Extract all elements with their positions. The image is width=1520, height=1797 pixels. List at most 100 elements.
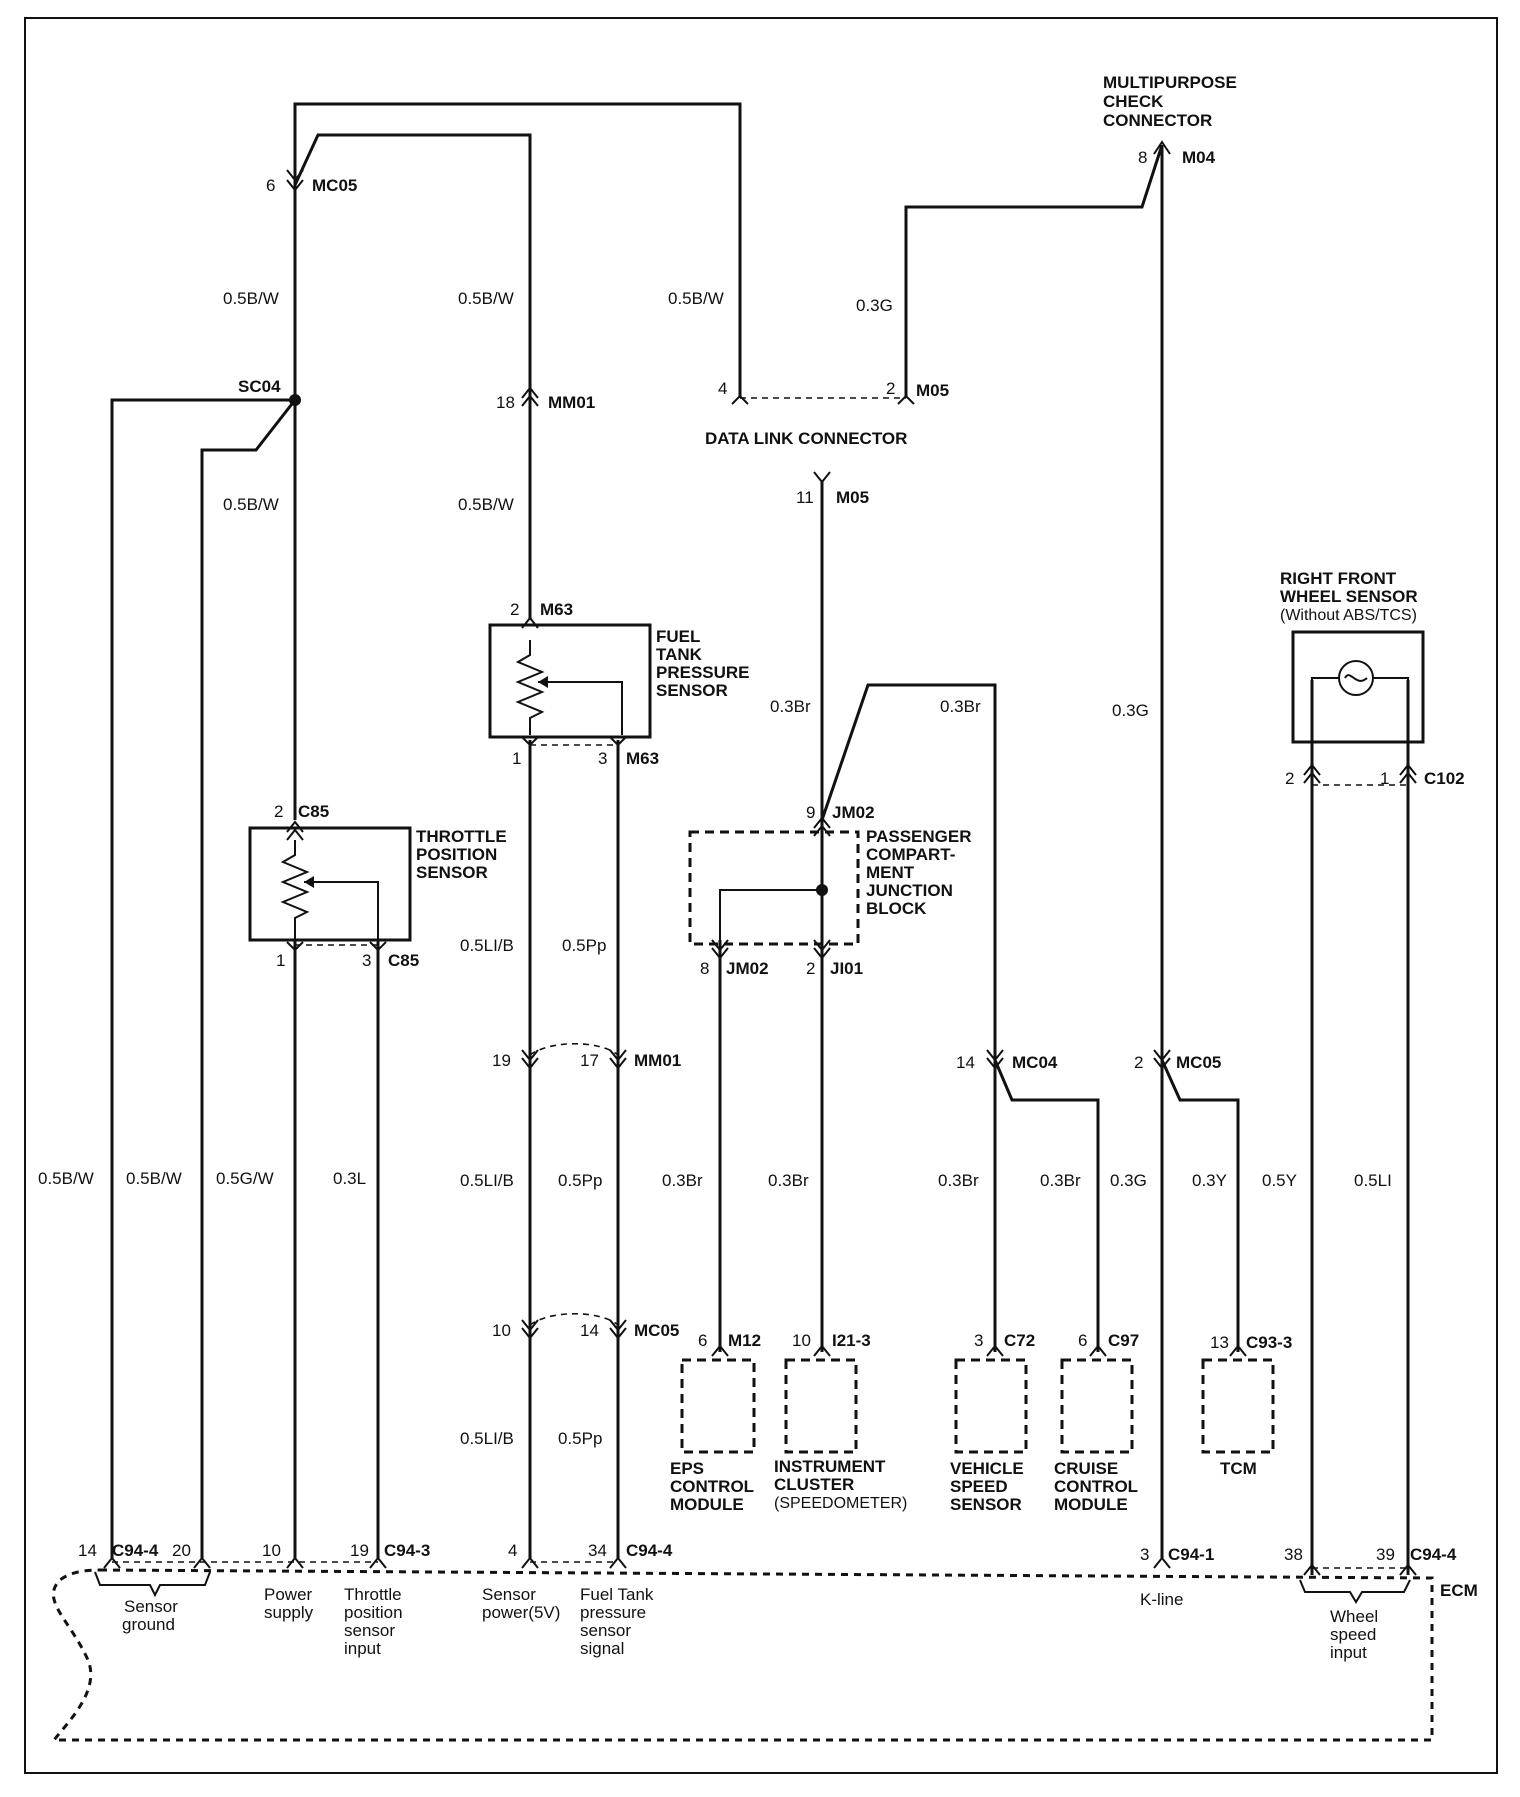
connector-name: C93-3 <box>1246 1333 1292 1352</box>
pin-label: 3 <box>1140 1545 1149 1564</box>
pin-label: 34 <box>588 1541 607 1560</box>
tcm-label: TCM <box>1220 1459 1257 1478</box>
pin-label: 3 <box>598 749 607 768</box>
pin-label: 18 <box>496 393 515 412</box>
ccm-label-2: CONTROL <box>1054 1477 1138 1496</box>
pin-label: 10 <box>262 1541 281 1560</box>
wire-label: 0.3Y <box>1192 1171 1227 1190</box>
dlc-label: DATA LINK CONNECTOR <box>705 429 907 448</box>
pin-label: 17 <box>580 1051 599 1070</box>
pin-label: 38 <box>1284 1545 1303 1564</box>
pin-label: 4 <box>718 379 727 398</box>
wheel-sensor-leads <box>1311 677 1409 760</box>
ecm-input-labels: Sensor ground Power supply Throttle posi… <box>122 1585 1378 1662</box>
ftp-signal-label-1: Fuel Tank <box>580 1585 654 1604</box>
connector-name: C94-1 <box>1168 1545 1214 1564</box>
wire-label: 0.3Br <box>768 1171 809 1190</box>
ic-label-2: CLUSTER <box>774 1475 854 1494</box>
connector-name: JM02 <box>832 803 875 822</box>
pin-label: 19 <box>350 1541 369 1560</box>
ftp-label-2: TANK <box>656 645 703 664</box>
connector-name: C85 <box>298 802 329 821</box>
connector-name: MC05 <box>1176 1053 1221 1072</box>
wheel-sensor-box <box>1291 630 1425 744</box>
connector-name: C97 <box>1108 1331 1139 1350</box>
tps-input-label-3: sensor <box>344 1621 395 1640</box>
wire-label: 0.3G <box>856 296 893 315</box>
pin-label: 14 <box>580 1321 599 1340</box>
tps-input-label-2: position <box>344 1603 403 1622</box>
splice-sc04-dot <box>289 394 301 406</box>
pin-label: 2 <box>274 802 283 821</box>
tps-label-3: SENSOR <box>416 863 488 882</box>
pin-label: 3 <box>974 1331 983 1350</box>
pin-label: 20 <box>172 1541 191 1560</box>
pin-label: 2 <box>1285 769 1294 788</box>
wire-label: 0.3Br <box>662 1171 703 1190</box>
pin-label: 19 <box>492 1051 511 1070</box>
wire-label: 0.5Pp <box>558 1171 602 1190</box>
ftp-wiper-arrow <box>538 676 548 688</box>
wheel-speed-label-1: Wheel <box>1330 1607 1378 1626</box>
wire-dlc-m04 <box>904 144 1164 398</box>
pin-label: 13 <box>1210 1333 1229 1352</box>
ic-label-1: INSTRUMENT <box>774 1457 886 1476</box>
diagram-frame <box>24 17 1498 1774</box>
connector-name: M12 <box>728 1331 761 1350</box>
ftp-signal-label-2: pressure <box>580 1603 646 1622</box>
connector-name: JM02 <box>726 959 769 978</box>
connector-name: C94-4 <box>626 1541 673 1560</box>
pin-label: 8 <box>700 959 709 978</box>
pin-label: 11 <box>796 488 814 507</box>
eps-label-1: EPS <box>670 1459 704 1478</box>
wheel-sensor-note: (Without ABS/TCS) <box>1280 607 1417 624</box>
jb-label-3: MENT <box>866 863 915 882</box>
wire-label: 0.5B/W <box>223 289 279 308</box>
wire-label: 0.3G <box>1110 1171 1147 1190</box>
wire-label: 0.5LI/B <box>460 1429 514 1448</box>
pin-label: 2 <box>886 379 895 398</box>
power-supply-label-1: Power <box>264 1585 313 1604</box>
ftp-label-3: PRESSURE <box>656 663 750 682</box>
pin-label: 8 <box>1138 148 1147 167</box>
connector-name: M05 <box>916 381 949 400</box>
wire-cruise <box>993 1059 1100 1352</box>
ecm-label: ECM <box>1440 1581 1478 1600</box>
connector-labels: 6 MC05 8 M04 18 MM01 4 2 M05 11 M05 2 M6… <box>78 148 1465 1564</box>
pin-label: 9 <box>806 803 815 822</box>
mm01-dashed-link <box>529 1042 619 1056</box>
wheel-sensor-coil <box>1338 660 1374 696</box>
pin-label: 2 <box>1134 1053 1143 1072</box>
wheel-sensor-wave <box>1344 674 1368 682</box>
connector-name: C94-3 <box>384 1541 430 1560</box>
sensor-ground-label-2: ground <box>122 1615 175 1634</box>
ccm-label-3: MODULE <box>1054 1495 1128 1514</box>
connector-name: C102 <box>1424 769 1465 788</box>
pin-label: 1 <box>276 951 285 970</box>
jb-label-1: PASSENGER <box>866 827 972 846</box>
ftp-wiper <box>538 681 623 735</box>
tps-input-label-4: input <box>344 1639 381 1658</box>
junction-block-box <box>688 830 860 946</box>
pin-label: 1 <box>1380 769 1389 788</box>
connector-name: M63 <box>626 749 659 768</box>
vss-label-3: SENSOR <box>950 1495 1022 1514</box>
connector-name: C85 <box>388 951 419 970</box>
tps-label-1: THROTTLE <box>416 827 507 846</box>
wire-label: 0.5B/W <box>668 289 724 308</box>
connector-name: M04 <box>1182 148 1216 167</box>
tps-resistor <box>280 840 310 940</box>
wire-label: 0.5B/W <box>126 1169 182 1188</box>
connector-chevrons <box>103 140 1417 1576</box>
splice-sc04-label: SC04 <box>238 377 281 396</box>
wheel-sensor-label-1: RIGHT FRONT <box>1280 569 1397 588</box>
power-supply-label-2: supply <box>264 1603 314 1622</box>
jb-label-5: BLOCK <box>866 899 927 918</box>
tps-wiper <box>304 881 379 940</box>
pin-label: 6 <box>1078 1331 1087 1350</box>
ccm-label-1: CRUISE <box>1054 1459 1118 1478</box>
connector-name: M05 <box>836 488 869 507</box>
wire-jb-internal <box>719 889 822 940</box>
wheel-speed-label-3: input <box>1330 1643 1367 1662</box>
